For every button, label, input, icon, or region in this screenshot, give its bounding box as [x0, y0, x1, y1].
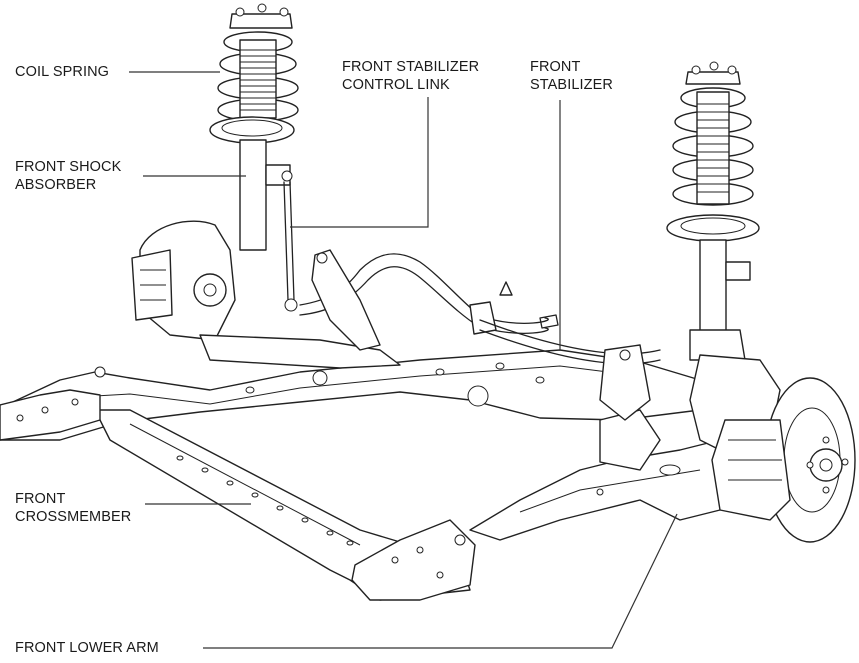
right-brake-drawing [599, 344, 856, 543]
leader-front-lower-arm [203, 513, 678, 649]
left-knuckle-drawing [131, 220, 401, 369]
label-front-shock-absorber: FRONT SHOCK ABSORBER [15, 159, 122, 193]
label-front-stabilizer-control-link: FRONT STABILIZER CONTROL LINK [342, 59, 480, 93]
front-lower-arm-drawing [469, 409, 741, 541]
left-strut-drawing [209, 3, 299, 312]
label-front-lower-arm: FRONT LOWER ARM [15, 640, 159, 656]
right-strut-drawing [666, 61, 760, 361]
front-crossmember-drawing [0, 349, 701, 601]
label-front-stabilizer: FRONT STABILIZER [530, 59, 613, 93]
label-coil-spring: COIL SPRING [15, 64, 110, 80]
label-front-crossmember: FRONT CROSSMEMBER [15, 491, 132, 525]
leader-lines [129, 71, 678, 649]
leader-front-stabilizer-control-link [290, 97, 429, 228]
